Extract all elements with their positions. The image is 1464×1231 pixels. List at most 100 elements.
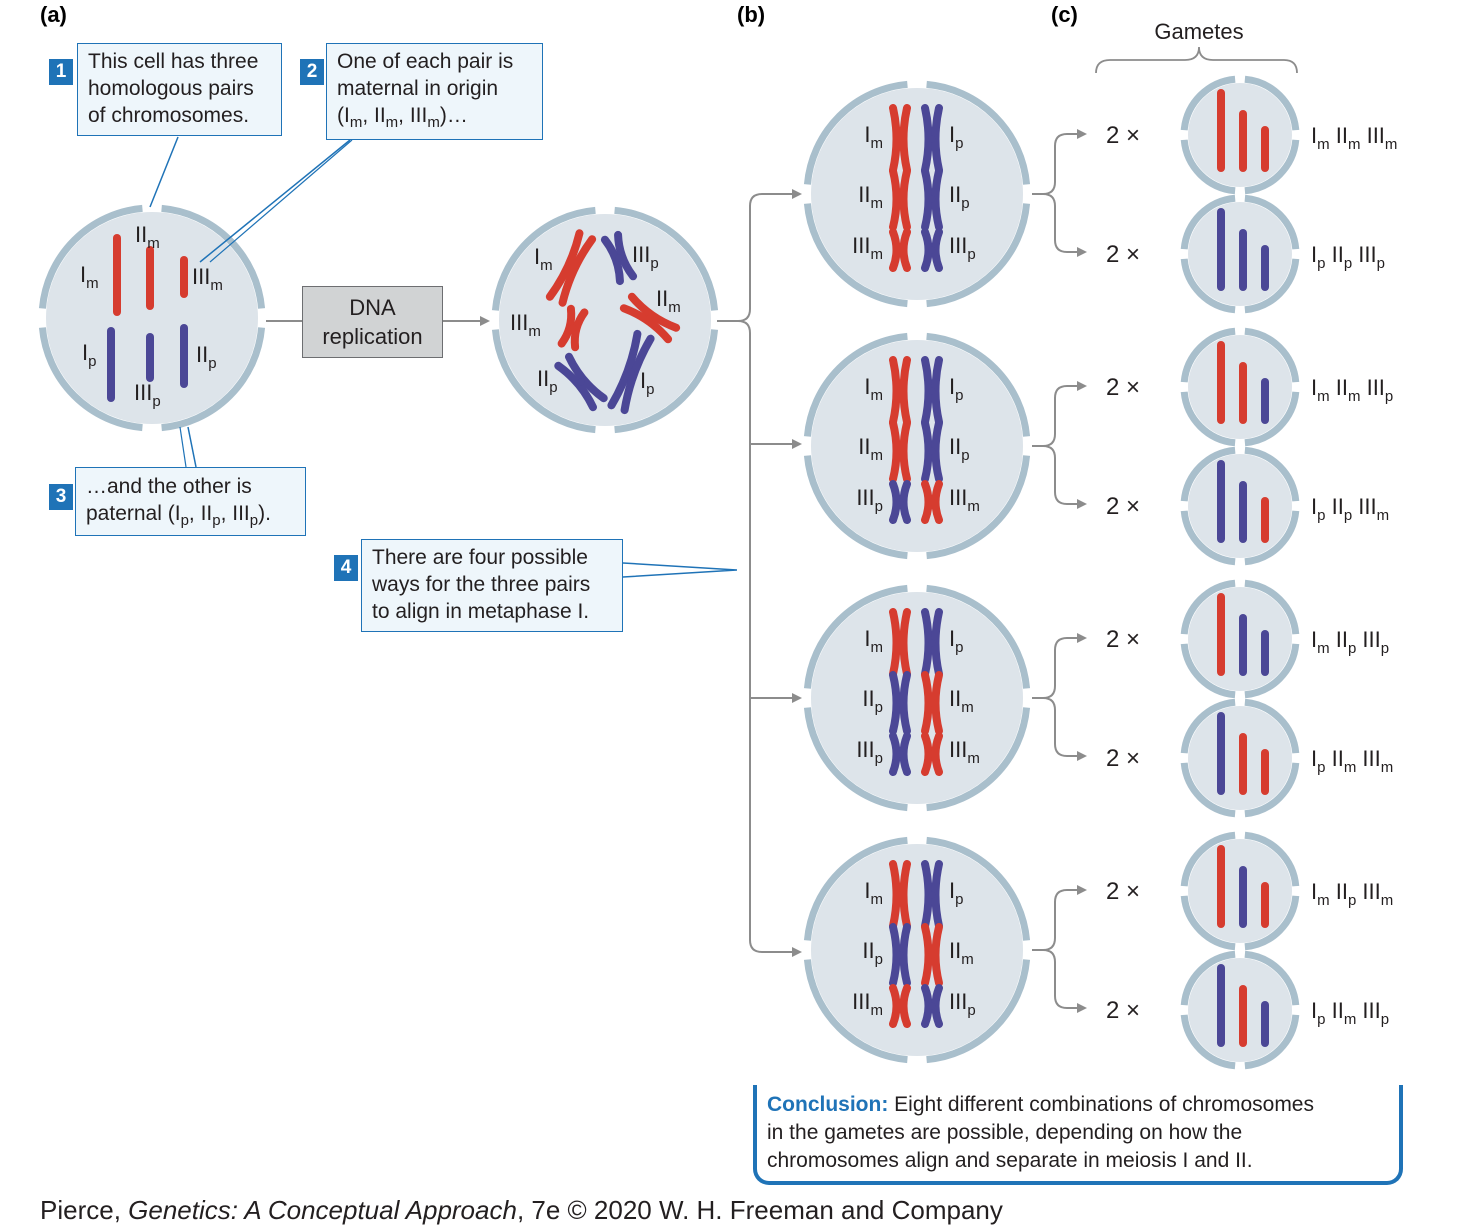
callout-2: One of each pair is maternal in origin (…: [326, 43, 543, 140]
metaphase-label-left: Im: [864, 878, 883, 908]
membrane-arc: [1180, 950, 1236, 1006]
metaphase-III-p-right: [921, 984, 943, 1028]
metaphase-I-p-right: [921, 104, 943, 174]
conclusion-text-3: chromosomes align and separate in meiosi…: [767, 1149, 1253, 1172]
gamete-2-2: 2 ×Ip IIp IIIm: [1106, 446, 1389, 566]
gamete-3-1: 2 ×Im IIp IIIp: [1106, 579, 1389, 699]
membrane-arc: [1244, 258, 1300, 314]
membrane-arc: [1244, 831, 1300, 887]
metaphase-label-left: IIm: [858, 434, 883, 464]
gamete-multiplier: 2 ×: [1106, 878, 1140, 905]
membrane-arc: [161, 327, 266, 432]
replicated-III-paternal: [600, 230, 638, 286]
callout-pointer-3: [187, 426, 197, 468]
membrane-arc: [1180, 895, 1236, 951]
membrane-arc: [1180, 391, 1236, 447]
metaphase-label-right: IIIm: [949, 737, 980, 767]
replicated-III-maternal: [557, 304, 589, 352]
label-I-m: Im: [80, 262, 99, 292]
metaphase-label-right: IIIp: [949, 233, 976, 263]
cell-membrane-metaphase: [803, 332, 1031, 560]
membrane-arc: [614, 329, 719, 434]
gametes-brace: [1095, 46, 1298, 74]
metaphase-label-left: IIp: [862, 938, 883, 968]
metaphase-label-right: Ip: [949, 626, 963, 656]
membrane-arc: [1180, 258, 1236, 314]
gamete-genotype: Ip IIm IIIp: [1311, 998, 1389, 1028]
gamete-branch-arrows: [1032, 129, 1087, 257]
membrane-arc: [38, 204, 143, 309]
label-III-m: IIIm: [192, 264, 223, 294]
conclusion-text-1: Eight different combinations of chromoso…: [888, 1093, 1314, 1116]
membrane-arc: [1180, 139, 1236, 195]
gamete-multiplier: 2 ×: [1106, 122, 1140, 149]
gamete-genotype: Im IIm IIIp: [1311, 375, 1393, 405]
gamete-1-1: 2 × Im IIm IIIm: [1106, 75, 1397, 195]
conclusion-box: Conclusion: Eight different combinations…: [753, 1085, 1403, 1185]
conclusion-text-2: in the gametes are possible, depending o…: [767, 1121, 1243, 1144]
gametes-header: Gametes: [1154, 19, 1243, 44]
metaphase-label-right: IIIp: [949, 989, 976, 1019]
rep-label-II-p: IIp: [537, 366, 558, 396]
cell-membrane-a: [38, 204, 266, 432]
cell-membrane-metaphase: [803, 836, 1031, 1064]
membrane-arc: [1180, 698, 1236, 754]
flow-arrows: [266, 189, 802, 957]
gamete-multiplier: 2 ×: [1106, 626, 1140, 653]
replicated-II-maternal: [619, 292, 681, 344]
membrane-arc: [926, 203, 1031, 308]
conclusion-label: Conclusion:: [767, 1093, 889, 1116]
membrane-arc: [1180, 446, 1236, 502]
metaphase-II-m-left: [889, 419, 911, 483]
membrane-arc: [1244, 391, 1300, 447]
callout-2-formula: (Im, IIm, IIIm)…: [337, 104, 468, 132]
metaphase-I-m-left: [889, 608, 911, 678]
membrane-arc: [1180, 1014, 1236, 1070]
membrane-arc: [803, 455, 908, 560]
dna-replication-box: DNA replication: [302, 286, 443, 358]
callout-4-line-3: to align in metaphase I.: [372, 600, 590, 623]
metaphase-label-right: IIIm: [949, 485, 980, 515]
metaphase-label-left: IIIp: [856, 737, 883, 767]
membrane-arc: [926, 584, 1031, 689]
membrane-arc: [803, 836, 908, 941]
membrane-arc: [1180, 327, 1236, 383]
label-I-p: Ip: [82, 340, 96, 370]
gamete-multiplier: 2 ×: [1106, 745, 1140, 772]
membrane-arc: [803, 959, 908, 1064]
callout-1-line-2: homologous pairs: [88, 77, 254, 100]
membrane-arc: [1244, 1014, 1300, 1070]
cell-membrane-replicated: [491, 206, 719, 434]
metaphase-label-right: IIm: [949, 686, 974, 716]
gamete-multiplier: 2 ×: [1106, 997, 1140, 1024]
metaphase-label-left: Im: [864, 626, 883, 656]
replicated-I-maternal: [545, 229, 597, 307]
callout-4-line-1: There are four possible: [372, 546, 588, 569]
callout-3: …and the other is paternal (Ip, IIp, III…: [75, 467, 306, 536]
membrane-arc: [803, 332, 908, 437]
metaphase-III-m-left: [889, 984, 911, 1028]
metaphase-II-p-left: [889, 923, 911, 987]
label-II-m: IIm: [135, 222, 160, 252]
membrane-arc: [1180, 762, 1236, 818]
label-III-p: IIIp: [134, 380, 161, 410]
gamete-genotype: Im IIm IIIm: [1311, 123, 1397, 153]
step-1-badge: 1: [49, 59, 73, 85]
callout-pointer-4: [622, 562, 738, 578]
panel-label-c: (c): [1051, 2, 1078, 27]
callout-pointer-2: [199, 139, 351, 263]
replicated-II-paternal: [554, 352, 608, 412]
membrane-arc: [1244, 762, 1300, 818]
rep-label-III-m: IIIm: [510, 310, 541, 340]
gamete-genotype: Im IIp IIIm: [1311, 879, 1393, 909]
membrane-arc: [1180, 579, 1236, 635]
metaphase-label-right: Ip: [949, 878, 963, 908]
gamete-multiplier: 2 ×: [1106, 241, 1140, 268]
membrane-arc: [1244, 895, 1300, 951]
panel-label-a: (a): [40, 2, 67, 27]
membrane-arc: [1244, 194, 1300, 250]
callout-3-formula: paternal (Ip, IIp, IIIp).: [86, 502, 271, 530]
